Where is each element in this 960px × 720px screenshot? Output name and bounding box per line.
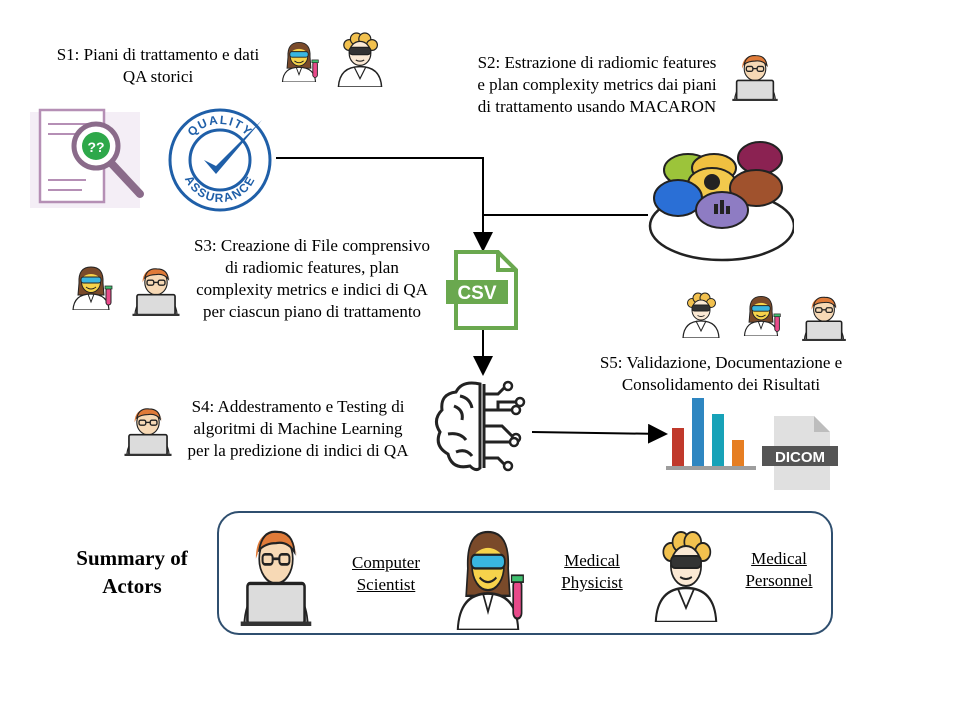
summary-title: Summary of Actors bbox=[76, 546, 188, 598]
step-s5-text: S5: Validazione, Documentazione e Consol… bbox=[599, 353, 843, 394]
dicom-file-icon: DICOM bbox=[762, 416, 838, 490]
document-search-icon: ?? bbox=[30, 108, 144, 208]
medical-physicist-icon bbox=[738, 280, 784, 346]
csv-file-icon: CSV bbox=[446, 250, 518, 330]
medical-personnel-icon bbox=[644, 522, 728, 622]
arrow-s1-to-csv bbox=[276, 157, 493, 252]
actor-label-computer-scientist: Computer Scientist bbox=[352, 553, 420, 594]
step-s1-text: S1: Piani di trattamento e dati QA stori… bbox=[56, 45, 260, 86]
summary-of-actors-box bbox=[217, 511, 833, 635]
step-s2-text: S2: Estrazione di radiomic features e pl… bbox=[477, 53, 717, 116]
actor-label-medical-physicist: Medical Physicist bbox=[561, 551, 623, 592]
step-s3-text: S3: Creazione di File comprensivo di rad… bbox=[193, 236, 431, 321]
computer-scientist-icon bbox=[234, 514, 318, 626]
medical-physicist-icon bbox=[276, 26, 322, 92]
macaron-plate-icon bbox=[648, 141, 794, 262]
computer-scientist-icon bbox=[798, 284, 850, 346]
actor-label-medical-personnel: Medical Personnel bbox=[745, 549, 813, 590]
medical-personnel-icon bbox=[676, 282, 726, 344]
computer-scientist-icon bbox=[120, 396, 176, 460]
dicom-label: DICOM bbox=[775, 449, 825, 466]
medical-personnel-icon bbox=[330, 26, 390, 88]
question-marks: ?? bbox=[87, 139, 104, 155]
results-bar-chart-icon bbox=[666, 398, 756, 470]
step-s4-text: S4: Addestramento e Testing di algoritmi… bbox=[187, 397, 409, 460]
csv-label: CSV bbox=[457, 283, 496, 304]
brain-circuit-icon bbox=[435, 380, 526, 472]
quality-assurance-icon: QUALITY ASSURANCE bbox=[168, 108, 272, 212]
medical-physicist-icon bbox=[446, 516, 530, 630]
computer-scientist-icon bbox=[128, 256, 184, 320]
medical-physicist-icon bbox=[66, 252, 116, 318]
computer-scientist-icon bbox=[728, 42, 782, 106]
arrow-brain-to-results bbox=[531, 423, 668, 444]
